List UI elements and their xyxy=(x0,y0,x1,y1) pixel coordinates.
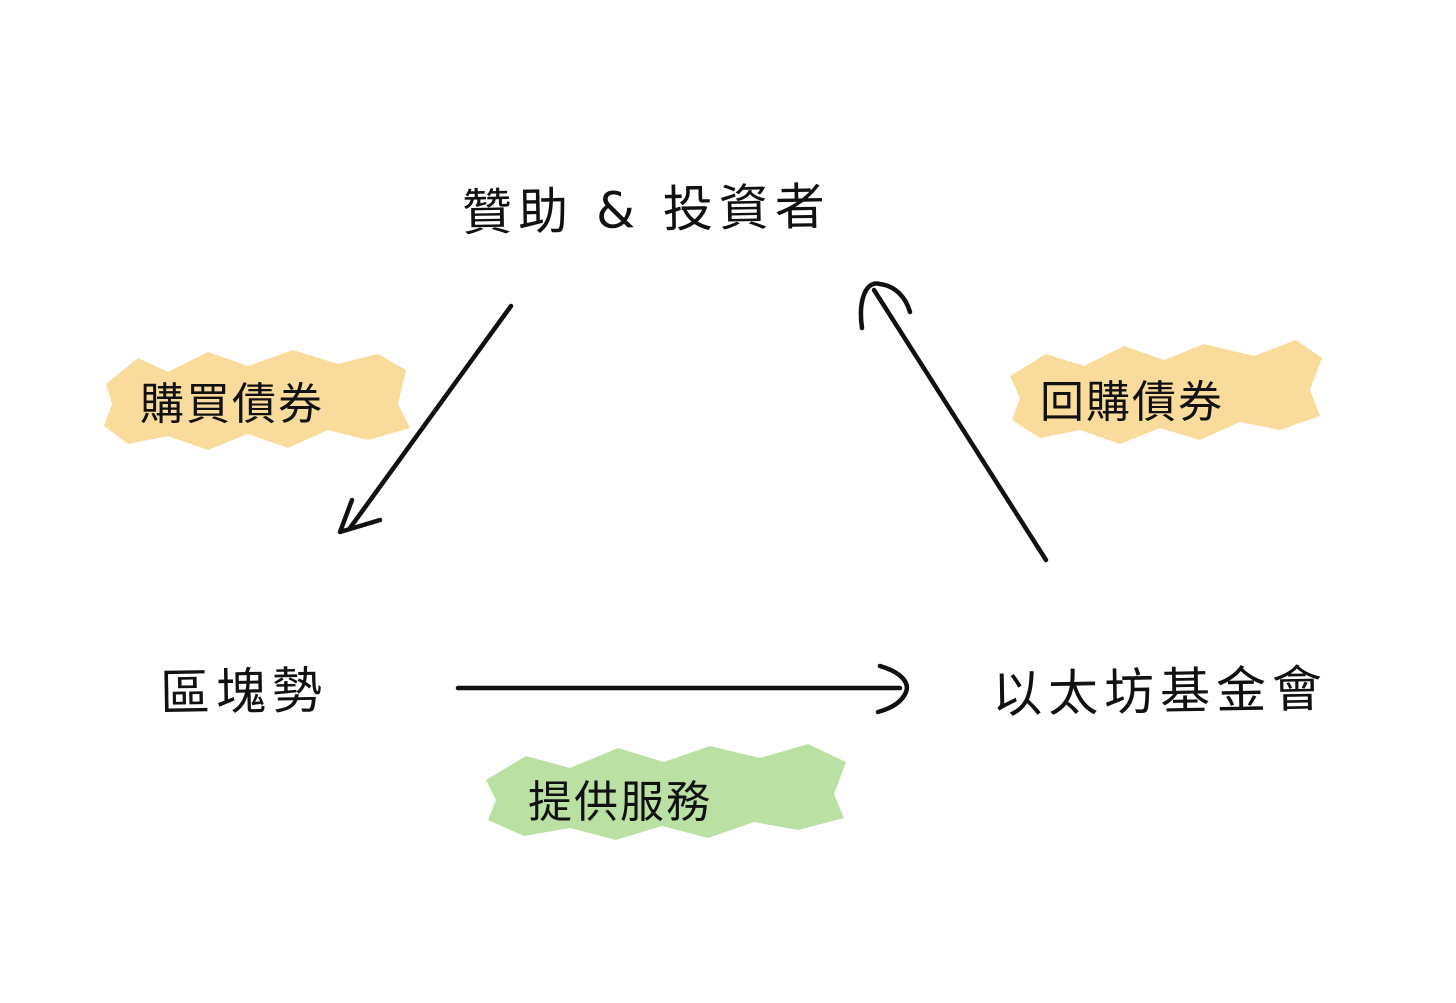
arrow-blockworks-to-ethereum-foundation xyxy=(455,663,910,715)
node-blockworks: 區塊勢 xyxy=(159,661,329,723)
highlight-buy-bonds xyxy=(104,350,410,450)
highlight-buyback-bonds xyxy=(1010,340,1322,444)
node-sponsors-investors: 贊助 & 投資者 xyxy=(461,177,832,243)
edge-label-buy-bonds: 購買債券 xyxy=(140,379,324,430)
edge-label-buyback-bonds: 回購債券 xyxy=(1040,377,1224,428)
node-ethereum-foundation: 以太坊基金會 xyxy=(991,660,1329,724)
highlight-provide-services xyxy=(486,744,846,840)
edge-label-provide-services: 提供服務 xyxy=(528,777,712,828)
